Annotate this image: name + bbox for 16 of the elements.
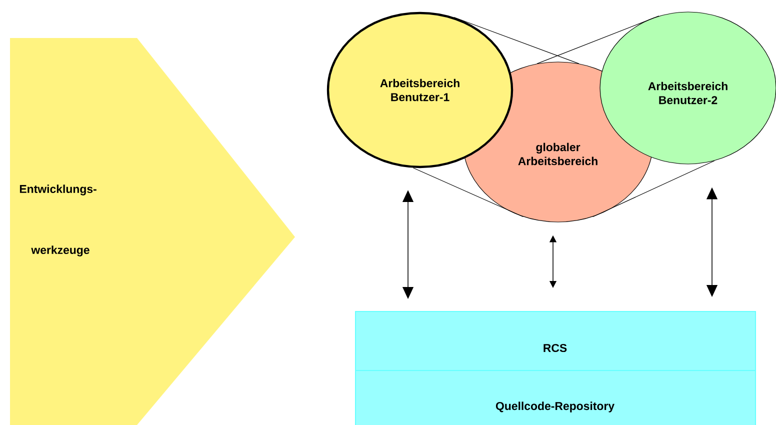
connector-line — [536, 16, 660, 64]
layer-label: Quellcode-Repository — [496, 402, 614, 412]
tool-label: Entwicklungs- — [20, 184, 96, 196]
workspace-label: Arbeitsbereich Benutzer-2 — [648, 82, 728, 104]
layer-label: RCS — [544, 344, 567, 352]
connector-line — [592, 160, 715, 218]
workspace-label: globaler Arbeitsbereich — [518, 142, 598, 166]
tool-label: werkzeuge — [31, 246, 90, 256]
workspace-label: Arbeitsbereich Benutzer-1 — [380, 78, 460, 102]
tool-arrow — [10, 38, 295, 425]
layer-box — [355, 311, 756, 371]
connector-line — [454, 16, 580, 64]
layer-box — [355, 370, 756, 425]
workspace-ellipse — [326, 12, 514, 168]
connector-line — [412, 168, 524, 218]
workspace-ellipse — [600, 12, 776, 164]
